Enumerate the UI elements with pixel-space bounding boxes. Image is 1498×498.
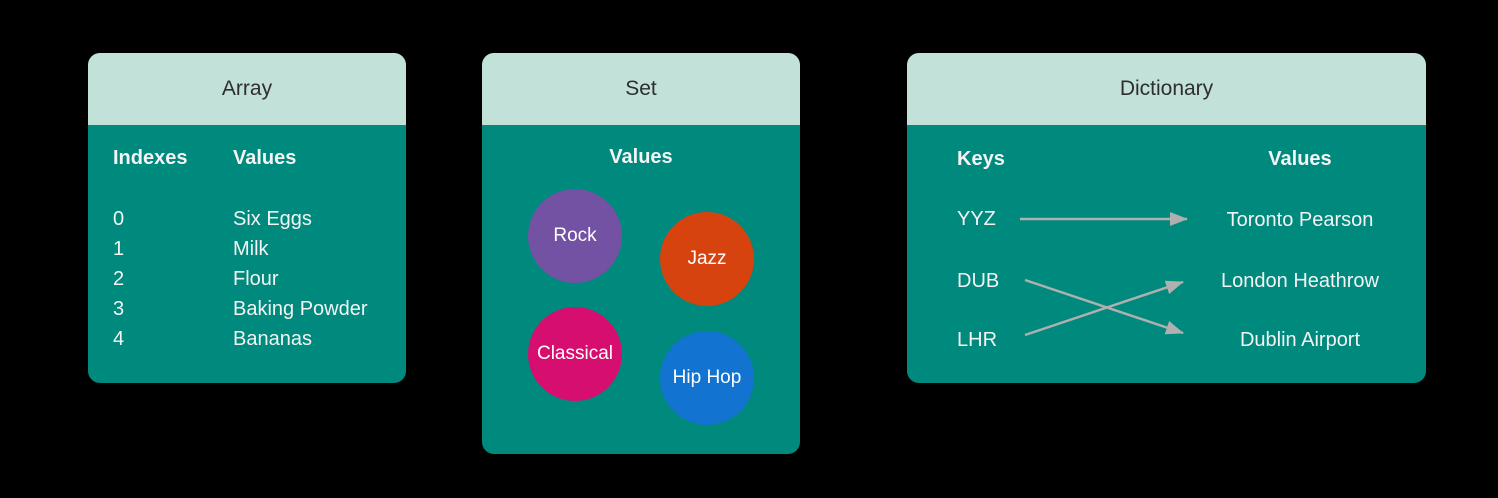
dictionary-key: LHR xyxy=(957,329,998,351)
set-card: Set Values Rock Jazz Classical Hip Hop xyxy=(482,53,800,454)
table-row: 2 Flour xyxy=(113,264,406,294)
set-card-header: Set xyxy=(482,53,800,125)
set-card-body: Values Rock Jazz Classical Hip Hop xyxy=(482,125,800,454)
array-card-body: Indexes Values 0 Six Eggs 1 Milk 2 Flour… xyxy=(88,125,406,354)
array-card-header: Array xyxy=(88,53,406,125)
set-value-bubble-jazz: Jazz xyxy=(660,212,754,306)
dictionary-value: London Heathrow xyxy=(1221,270,1379,292)
dictionary-keys-column-header: Keys xyxy=(957,148,1005,170)
mapping-arrows xyxy=(1020,212,1188,337)
array-rows: 0 Six Eggs 1 Milk 2 Flour 3 Baking Powde… xyxy=(113,204,406,354)
set-values-column-header: Values xyxy=(609,146,673,168)
array-values-column-header: Values xyxy=(233,147,297,169)
arrow-dub-to-dublin xyxy=(1024,278,1184,335)
set-value-label: Rock xyxy=(553,225,597,246)
array-index: 3 xyxy=(113,298,125,320)
set-value-bubble-hiphop: Hip Hop xyxy=(660,331,754,425)
array-index: 2 xyxy=(113,268,125,290)
set-value-bubble-rock: Rock xyxy=(528,189,622,283)
table-row: 0 Six Eggs xyxy=(113,204,406,234)
set-value-bubble-classical: Classical xyxy=(528,307,622,401)
set-card-title: Set xyxy=(625,77,657,100)
table-row: 1 Milk xyxy=(113,234,406,264)
array-indexes-column-header: Indexes xyxy=(113,147,188,169)
table-row: 3 Baking Powder xyxy=(113,294,406,324)
array-index: 1 xyxy=(113,238,125,260)
dictionary-key: YYZ xyxy=(957,208,996,230)
array-index: 0 xyxy=(113,208,125,230)
array-value: Flour xyxy=(233,268,279,290)
arrow-lhr-to-london xyxy=(1024,280,1184,337)
array-card-title: Array xyxy=(221,77,273,100)
array-value: Baking Powder xyxy=(233,298,368,320)
array-column-headers: Indexes Values xyxy=(113,145,406,171)
array-card: Array Indexes Values 0 Six Eggs 1 Milk 2… xyxy=(88,53,406,383)
set-value-label: Hip Hop xyxy=(672,367,742,388)
dictionary-card-title: Dictionary xyxy=(1119,77,1214,100)
set-value-label: Jazz xyxy=(687,248,727,269)
dictionary-key: DUB xyxy=(957,270,1000,292)
array-value: Milk xyxy=(233,238,269,260)
dictionary-value: Toronto Pearson xyxy=(1226,209,1374,231)
array-index: 4 xyxy=(113,328,125,350)
dictionary-card: Dictionary Keys Values YYZ DUB LHR Toron… xyxy=(907,53,1426,383)
dictionary-values-column-header: Values xyxy=(1268,148,1332,170)
dictionary-card-header: Dictionary xyxy=(907,53,1426,125)
set-value-label: Classical xyxy=(536,343,614,364)
table-row: 4 Bananas xyxy=(113,324,406,354)
array-value: Bananas xyxy=(233,328,312,350)
dictionary-value: Dublin Airport xyxy=(1239,329,1361,351)
dictionary-card-body: Keys Values YYZ DUB LHR Toronto Pearson … xyxy=(907,125,1426,383)
array-value: Six Eggs xyxy=(233,208,312,230)
